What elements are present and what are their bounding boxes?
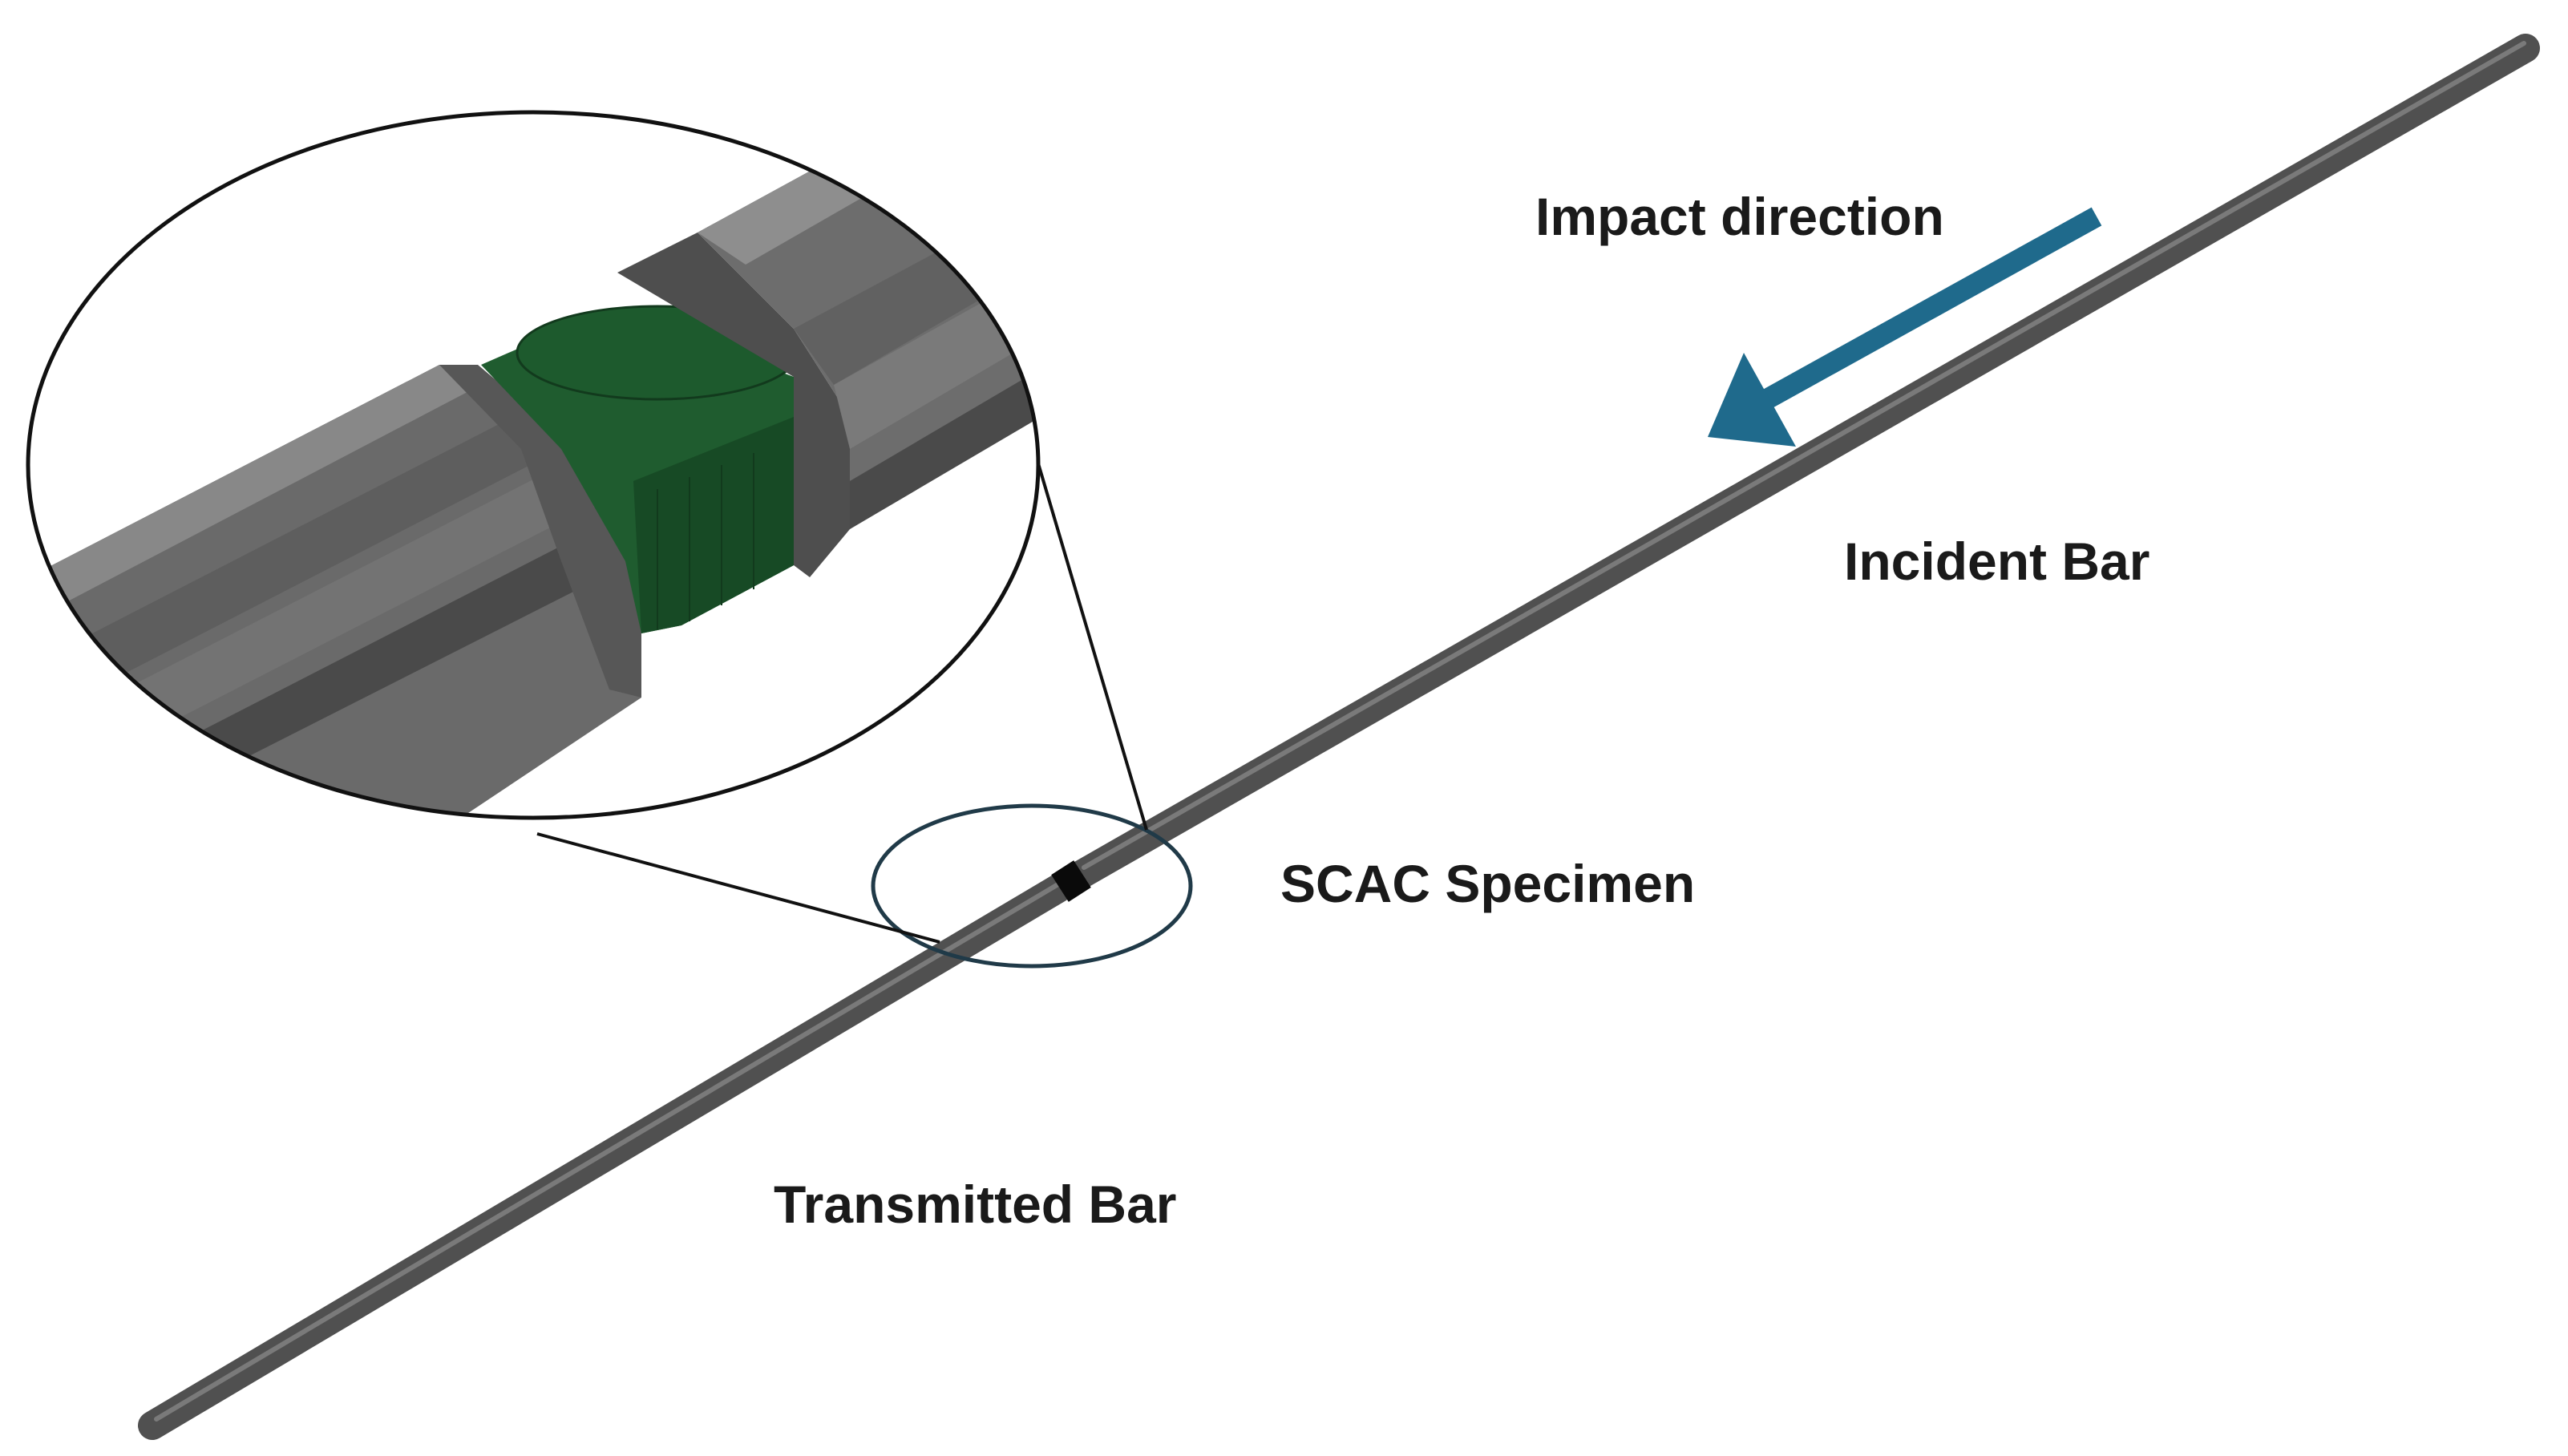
bar-assembly bbox=[138, 34, 2540, 1440]
zoom-transmitted-end bbox=[439, 365, 641, 698]
impact-arrow bbox=[1708, 207, 2102, 447]
transmitted-bar bbox=[138, 874, 1073, 1440]
arrow-head-icon bbox=[1708, 353, 1796, 447]
zoom-circle-outline bbox=[26, 110, 1041, 820]
zoom-detail bbox=[28, 112, 1038, 818]
specimen-small bbox=[1051, 860, 1091, 902]
specimen-label: SCAC Specimen bbox=[1280, 854, 1695, 913]
specimen-focus-ellipse bbox=[871, 803, 1193, 969]
incident-bar-highlight bbox=[1082, 41, 2526, 870]
zoom-specimen bbox=[481, 305, 799, 633]
callout-line-top bbox=[1034, 455, 1148, 831]
transmitted-bar-label: Transmitted Bar bbox=[774, 1175, 1176, 1234]
transmitted-bar-highlight bbox=[154, 883, 1059, 1422]
zoom-incident-bar-end bbox=[617, 233, 850, 577]
incident-bar bbox=[1068, 34, 2540, 888]
impact-direction-label: Impact direction bbox=[1535, 187, 1944, 246]
callout-line-bottom bbox=[536, 832, 940, 944]
incident-bar-label: Incident Bar bbox=[1844, 532, 2149, 591]
